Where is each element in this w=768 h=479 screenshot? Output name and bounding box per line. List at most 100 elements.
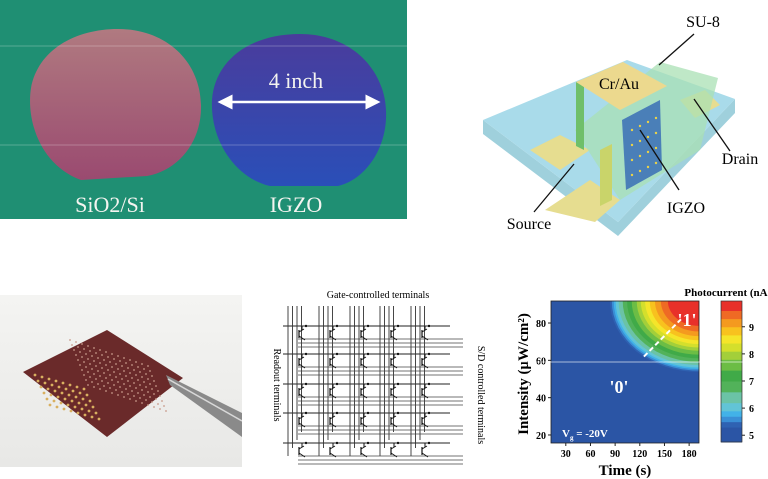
transistor: [360, 441, 370, 458]
contact-pad: [50, 383, 54, 387]
pixel-pad: [159, 395, 161, 397]
electrode-label: Cr/Au: [599, 76, 639, 93]
chip: [23, 330, 183, 437]
gate-voltage-label: Vg = -20V: [562, 428, 608, 442]
pixel-pad: [145, 386, 147, 388]
colorbar-tick-label: 5: [749, 431, 754, 442]
contact-pad: [57, 385, 61, 389]
contact-pad: [56, 395, 60, 399]
pixel-pad: [123, 383, 125, 385]
colorbar-tick-label: 9: [749, 323, 754, 334]
pixel-pad: [135, 361, 137, 363]
transistor: [360, 352, 370, 369]
contact-pad: [91, 405, 95, 409]
contact-pad: [39, 385, 43, 389]
transistor: [390, 411, 400, 428]
pixel-pad: [97, 357, 99, 359]
transistor: [329, 352, 339, 369]
su8-arrow: [658, 33, 695, 66]
contact-pad: [76, 411, 80, 415]
colorbar-segment: [721, 334, 742, 344]
contact-pad: [80, 407, 84, 411]
pixel-pad: [95, 365, 97, 367]
array-circuit: Gate-controlled terminals Readout termin…: [271, 290, 486, 465]
pixel-pad: [129, 372, 131, 374]
igzo-wafer: [211, 34, 387, 186]
pixel-pad: [125, 388, 127, 390]
x-tick-label: 90: [610, 449, 620, 460]
pixel-pad: [127, 393, 129, 395]
pixel-pad: [99, 388, 101, 390]
y-tick-label: 20: [536, 431, 546, 442]
pixel-pad: [99, 375, 101, 377]
contact-pad: [53, 389, 57, 393]
pixel-pad: [109, 361, 111, 363]
transistor: [390, 382, 400, 399]
pixel-pad: [129, 359, 131, 361]
pixel-pad: [93, 360, 95, 362]
pixel-pad: [131, 364, 133, 366]
pixel-pad: [151, 388, 153, 390]
pixel-pad: [147, 391, 149, 393]
contact-pad: [67, 393, 71, 397]
pixel-pad: [75, 354, 77, 356]
gate-terminals-label: Gate-controlled terminals: [327, 290, 430, 301]
contact-pad: [94, 411, 98, 415]
pixel-pad: [85, 366, 87, 368]
pixel-pad: [123, 370, 125, 372]
pixel-pad: [107, 382, 109, 384]
pixel-pad: [103, 372, 105, 374]
contact-pad: [48, 403, 52, 407]
pixel-pad: [141, 402, 143, 404]
pixel-pad: [87, 345, 89, 347]
state-1-label: '1': [677, 310, 696, 330]
pixel-pad: [99, 362, 101, 364]
pixel-pad: [139, 371, 141, 373]
electrode-wall-front: [600, 144, 612, 206]
transistor: [421, 411, 431, 428]
pixel-pad: [115, 376, 117, 378]
pixel-pad: [137, 366, 139, 368]
readout-terminals-label: Readout terminals: [271, 348, 282, 421]
transistor: [421, 382, 431, 399]
contact-pad: [63, 397, 67, 401]
pixel-pad: [131, 390, 133, 392]
pixel-pad: [117, 368, 119, 370]
colorbar-segment: [721, 351, 742, 360]
igzo-lattice: [630, 116, 658, 177]
pixel-pad: [133, 395, 135, 397]
plot-frame: [550, 300, 700, 444]
contact-pad: [97, 417, 101, 421]
pixel-pad: [121, 365, 123, 367]
igzo-channel: [622, 100, 662, 190]
pixel-pad: [119, 373, 121, 375]
pixel-pad: [103, 385, 105, 387]
transistor: [298, 352, 308, 369]
pixel-pad: [135, 374, 137, 376]
colorbar-tick-label: 7: [749, 377, 754, 388]
pixel-pad: [113, 384, 115, 386]
pixel-pad: [161, 400, 163, 402]
pixel-pad: [77, 346, 79, 348]
chip-contact-pads: [33, 339, 167, 421]
tweezers-highlight: [167, 378, 242, 422]
substrate-side: [483, 99, 735, 236]
contact-pad: [82, 387, 86, 391]
pixel-pad: [119, 360, 121, 362]
y-tick-label: 40: [536, 394, 546, 405]
pixel-pad: [157, 403, 159, 405]
pixel-pad: [123, 396, 125, 398]
pixel-pad: [81, 369, 83, 371]
contact-pad: [62, 407, 66, 411]
x-axis-label: Time (s): [599, 463, 652, 479]
colorbar-segment: [721, 370, 742, 382]
contact-pad: [77, 401, 81, 405]
pixel-pad: [111, 366, 113, 368]
pixel-pad: [105, 390, 107, 392]
sd-terminals-label: S/D controlled terminals: [475, 346, 486, 444]
pixel-pad: [77, 359, 79, 361]
pixel-pad: [113, 371, 115, 373]
pixel-pad: [93, 347, 95, 349]
pixel-pad: [133, 369, 135, 371]
pixel-pad: [81, 356, 83, 358]
